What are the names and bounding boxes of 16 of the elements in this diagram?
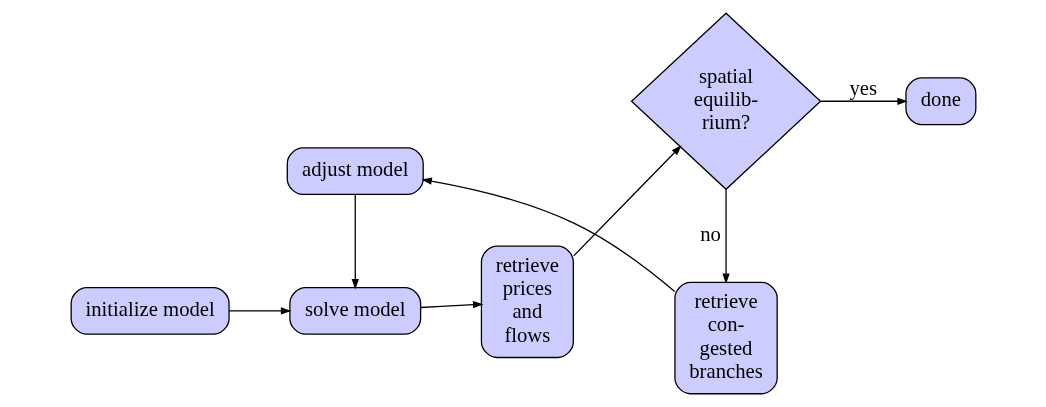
edge-label: yes <box>848 76 877 99</box>
arrow <box>819 97 908 105</box>
arrow <box>721 188 730 284</box>
node-box: retrieve con- gested branches <box>673 281 778 395</box>
node-box: done <box>904 77 976 126</box>
arrow <box>572 145 682 257</box>
edge-label: no <box>699 222 721 245</box>
arrow <box>351 194 359 290</box>
arrow <box>419 301 483 309</box>
arrow <box>228 307 291 315</box>
node-box: retrieve prices and flows <box>480 245 574 359</box>
node-box: initialize model <box>70 286 230 335</box>
node-box: solve model <box>288 286 421 335</box>
node-diamond: spatial equilib- rium? <box>630 12 821 191</box>
node-box: adjust model <box>286 147 424 196</box>
arrow <box>421 177 675 293</box>
